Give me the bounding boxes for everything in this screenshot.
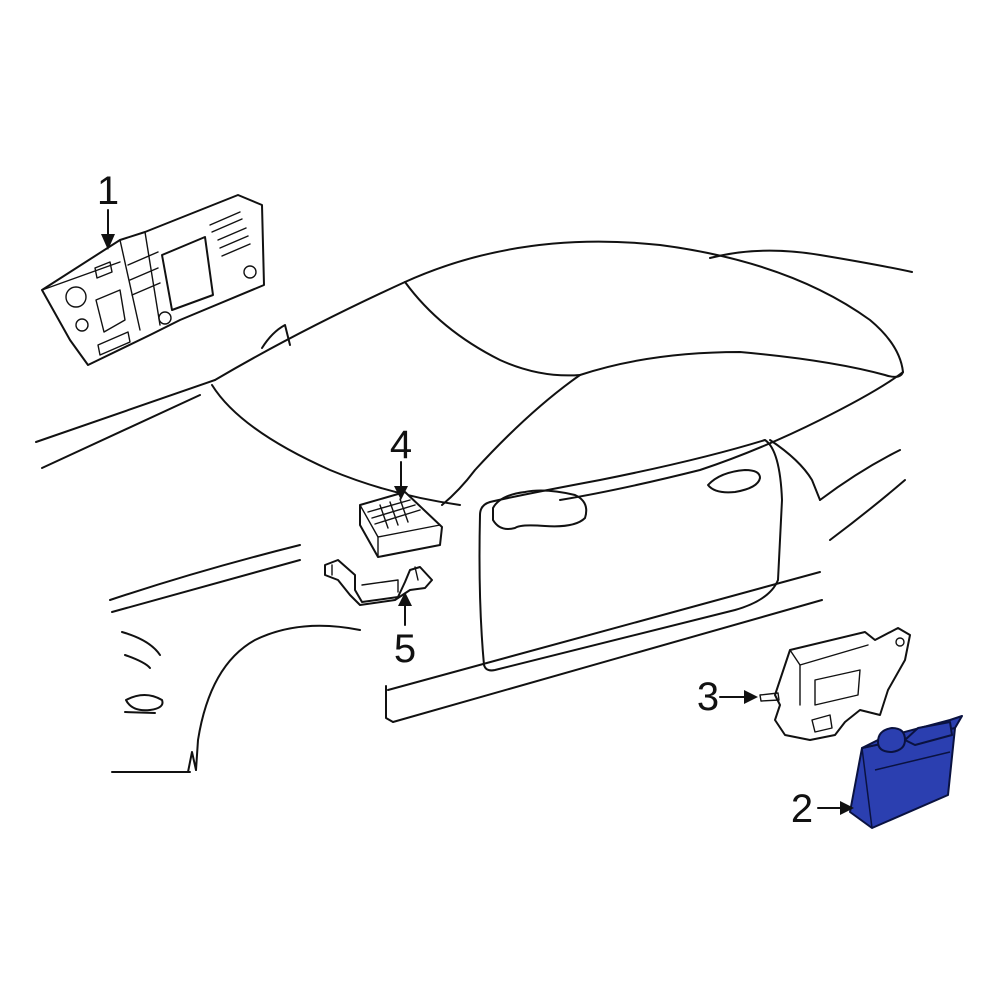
part-2-highlighted-module — [849, 715, 963, 829]
part-5-bracket — [324, 559, 433, 606]
callout-5: 5 — [394, 627, 416, 671]
car-body-outline — [35, 240, 913, 773]
part-4-module-box — [359, 491, 443, 558]
callout-arrows — [101, 209, 854, 815]
callout-3: 3 — [697, 675, 719, 719]
part-1-radio-unit — [41, 194, 265, 366]
callout-1: 1 — [97, 169, 119, 213]
callout-4: 4 — [390, 423, 412, 467]
callout-2: 2 — [791, 787, 813, 831]
part-3-mount-bracket — [759, 627, 911, 741]
